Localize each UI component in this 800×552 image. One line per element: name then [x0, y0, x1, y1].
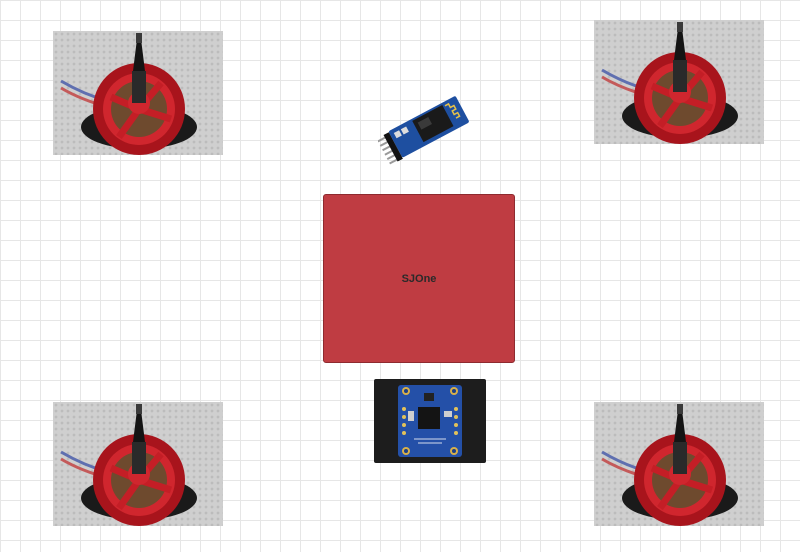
motor-front-right[interactable]: [594, 20, 764, 144]
brushless-motor-icon: [60, 404, 197, 526]
board-label: SJOne: [401, 272, 437, 285]
brushless-motor-icon: [60, 33, 197, 155]
motor-rear-right[interactable]: [594, 402, 764, 526]
orientation-sensor-icon: [398, 385, 462, 457]
motor-rear-left[interactable]: [53, 402, 223, 526]
bluetooth-module-icon: [377, 96, 469, 165]
bluetooth-module[interactable]: [377, 86, 480, 172]
sjone-board[interactable]: SJOne: [323, 194, 515, 363]
orientation-sensor[interactable]: [374, 379, 486, 463]
brushless-motor-icon: [601, 22, 738, 144]
motor-front-left[interactable]: [53, 31, 223, 155]
brushless-motor-icon: [601, 404, 738, 526]
